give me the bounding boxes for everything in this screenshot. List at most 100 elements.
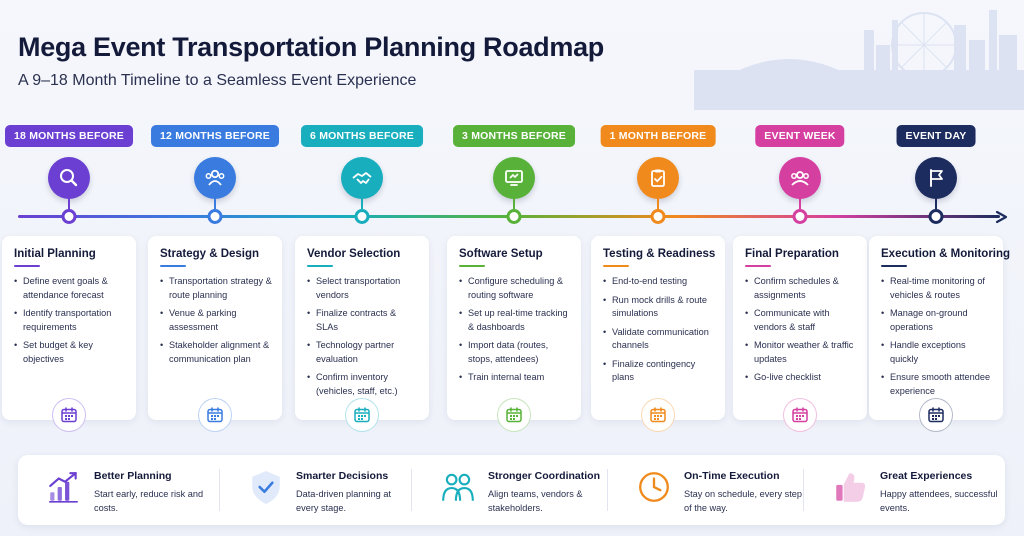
search-icon xyxy=(60,169,78,187)
group-icon xyxy=(791,171,809,186)
card-title: Vendor Selection xyxy=(307,248,401,260)
stage-time-label: EVENT WEEK xyxy=(755,125,845,147)
card-underline xyxy=(603,265,629,267)
clipboard-check-icon xyxy=(651,169,665,187)
stage-time-label: 6 MONTHS BEFORE xyxy=(301,125,423,147)
stage-card: Final PreparationConfirm schedules & ass… xyxy=(733,236,867,420)
people-icon xyxy=(205,169,225,186)
card-title: Testing & Readiness xyxy=(603,248,716,260)
city-skyline-illustration xyxy=(694,10,1024,110)
card-item-list: End-to-end testingRun mock drills & rout… xyxy=(603,275,715,385)
card-item: Communicate with vendors & staff xyxy=(745,307,857,334)
card-title: Final Preparation xyxy=(745,248,839,260)
benefit-divider xyxy=(411,469,412,511)
stage-time-label: 1 MONTH BEFORE xyxy=(600,125,716,147)
card-title: Software Setup xyxy=(459,248,543,260)
card-item: Validate communication channels xyxy=(603,326,715,353)
handshake-icon xyxy=(352,172,372,184)
stage-card: Software SetupConfigure scheduling & rou… xyxy=(447,236,581,420)
card-item: Ensure smooth attendee experience xyxy=(881,371,993,398)
card-item: Define event goals & attendance forecast xyxy=(14,275,126,302)
stage-time-label: 18 MONTHS BEFORE xyxy=(5,125,133,147)
clock-icon xyxy=(639,472,669,502)
card-item: Venue & parking assessment xyxy=(160,307,272,334)
pin-stem xyxy=(361,197,363,209)
card-item: Import data (routes, stops, attendees) xyxy=(459,339,571,366)
card-item: Confirm schedules & assignments xyxy=(745,275,857,302)
benefit-description: Stay on schedule, every step of the way. xyxy=(684,489,802,513)
pin-stem xyxy=(68,197,70,209)
pin-stem xyxy=(935,197,937,209)
card-item: Stakeholder alignment & communication pl… xyxy=(160,339,272,366)
stage-pin xyxy=(915,157,957,199)
card-item-list: Define event goals & attendance forecast… xyxy=(14,275,126,366)
shield-check-icon xyxy=(252,471,280,504)
card-item: Finalize contracts & SLAs xyxy=(307,307,419,334)
pin-stem xyxy=(513,197,515,209)
timeline-stage: 6 MONTHS BEFORE Vendor SelectionSelect tr… xyxy=(292,0,432,440)
pin-stem xyxy=(657,197,659,209)
card-item-list: Transportation strategy & route planning… xyxy=(160,275,272,366)
timeline-node xyxy=(792,209,808,224)
card-item-list: Real-time monitoring of vehicles & route… xyxy=(881,275,993,398)
pin-stem xyxy=(799,197,801,209)
benefit-title: Better Planning xyxy=(94,470,172,482)
benefit-title: Great Experiences xyxy=(880,470,973,482)
pin-stem xyxy=(214,197,216,209)
card-item: Confirm inventory (vehicles, staff, etc.… xyxy=(307,371,419,398)
timeline-arrow-icon xyxy=(995,210,1008,224)
timeline-stage: EVENT WEEK Final PreparationConfirm sched… xyxy=(730,0,870,440)
timeline-stage: 18 MONTHS BEFORE Initial PlanningDefine e… xyxy=(0,0,139,440)
stage-pin xyxy=(779,157,821,199)
card-item: Manage on-ground operations xyxy=(881,307,993,334)
card-item-list: Select transportation vendorsFinalize co… xyxy=(307,275,419,398)
stage-card: Initial PlanningDefine event goals & att… xyxy=(2,236,136,420)
timeline-stage: 1 MONTH BEFORE Testing & ReadinessEnd-to-… xyxy=(588,0,728,440)
flag-icon xyxy=(930,169,943,187)
card-item: Monitor weather & traffic updates xyxy=(745,339,857,366)
stage-pin xyxy=(493,157,535,199)
card-item: Go-live checklist xyxy=(745,371,857,385)
card-title: Initial Planning xyxy=(14,248,96,260)
calendar-icon xyxy=(198,398,232,432)
stage-card: Testing & ReadinessEnd-to-end testingRun… xyxy=(591,236,725,420)
card-item-list: Confirm schedules & assignmentsCommunica… xyxy=(745,275,857,385)
calendar-icon xyxy=(783,398,817,432)
card-item: End-to-end testing xyxy=(603,275,715,289)
timeline-node xyxy=(354,209,370,224)
card-item-list: Configure scheduling & routing softwareS… xyxy=(459,275,571,385)
card-item: Configure scheduling & routing software xyxy=(459,275,571,302)
calendar-icon xyxy=(345,398,379,432)
benefit-description: Data-driven planning at every stage. xyxy=(296,489,391,513)
card-underline xyxy=(459,265,485,267)
card-underline xyxy=(14,265,40,267)
team-icon xyxy=(442,473,474,501)
stage-card: Vendor SelectionSelect transportation ve… xyxy=(295,236,429,420)
timeline-node xyxy=(650,209,666,224)
card-item: Real-time monitoring of vehicles & route… xyxy=(881,275,993,302)
card-item: Select transportation vendors xyxy=(307,275,419,302)
timeline-node xyxy=(207,209,223,224)
stage-card: Strategy & DesignTransportation strategy… xyxy=(148,236,282,420)
card-item: Set budget & key objectives xyxy=(14,339,126,366)
calendar-icon xyxy=(919,398,953,432)
benefit-divider xyxy=(803,469,804,511)
card-item: Run mock drills & route simulations xyxy=(603,294,715,321)
stage-pin xyxy=(341,157,383,199)
calendar-icon xyxy=(52,398,86,432)
card-item: Train internal team xyxy=(459,371,571,385)
card-item: Identify transportation requirements xyxy=(14,307,126,334)
benefit-title: Smarter Decisions xyxy=(296,470,389,482)
benefit-description: Align teams, vendors & stakeholders. xyxy=(488,489,583,513)
benefit-divider xyxy=(219,469,220,511)
stage-time-label: 3 MONTHS BEFORE xyxy=(453,125,575,147)
card-underline xyxy=(745,265,771,267)
card-title: Execution & Monitoring xyxy=(881,248,1011,260)
page-title: Mega Event Transportation Planning Roadm… xyxy=(18,32,604,62)
